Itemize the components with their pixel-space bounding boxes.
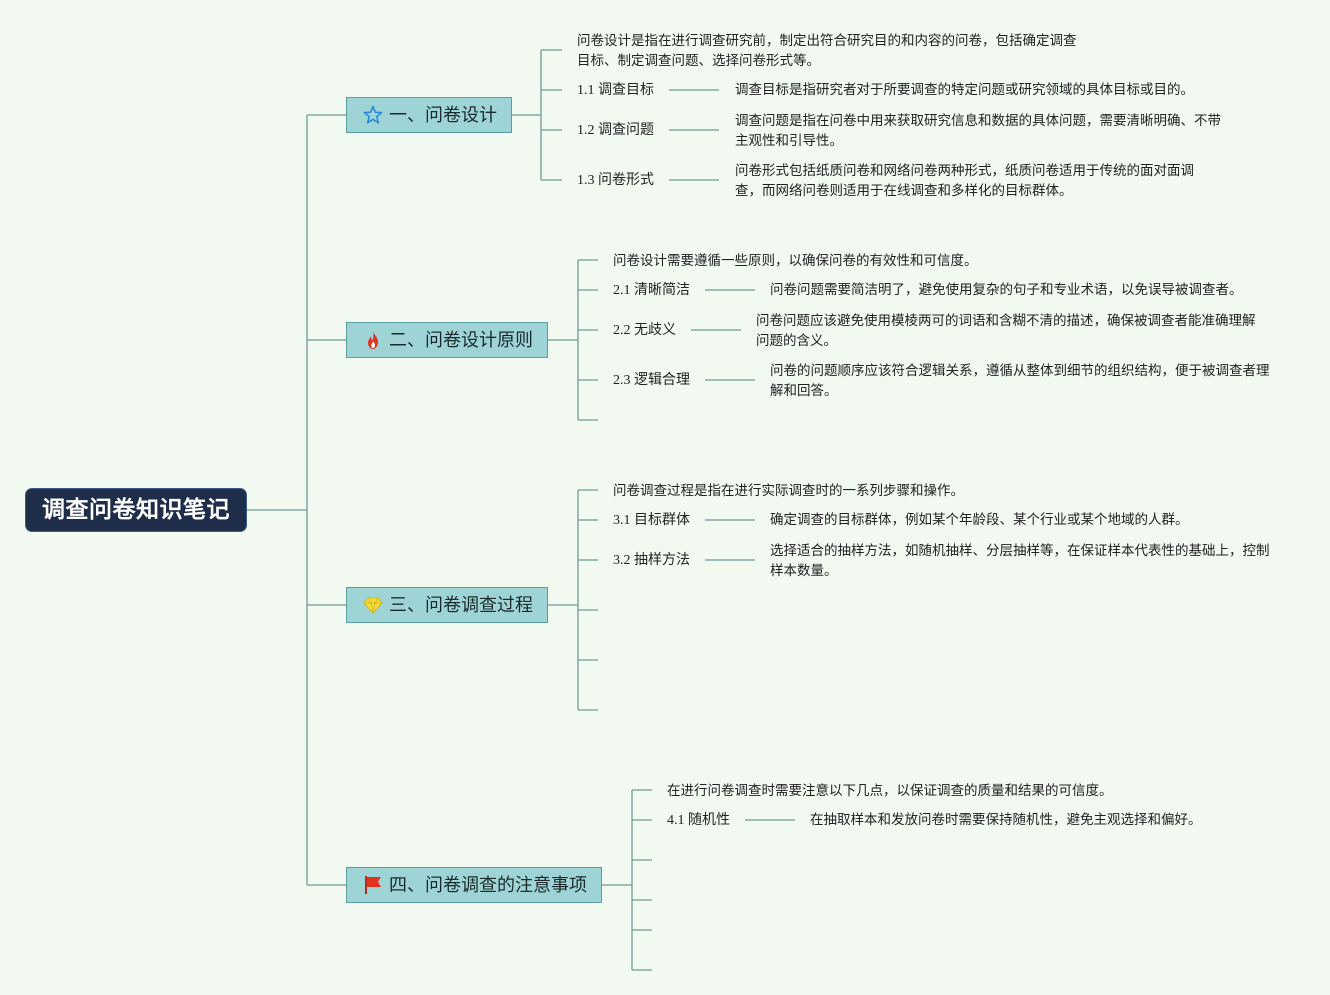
sub-topic-label[interactable]: 2.2 无歧义 bbox=[613, 323, 676, 338]
fire-icon bbox=[363, 330, 383, 350]
sub-topic-desc: 确定调查的目标群体，例如某个年龄段、某个行业或某个地域的人群。 bbox=[770, 512, 1189, 528]
gem-icon bbox=[363, 595, 383, 615]
sub-topic-label[interactable]: 3.2 抽样方法 bbox=[613, 553, 690, 568]
branch-questionnaire-design[interactable]: 一、问卷设计 bbox=[346, 97, 512, 133]
branch-design-principles[interactable]: 二、问卷设计原则 bbox=[346, 322, 548, 358]
star-icon bbox=[363, 105, 383, 125]
branch-title: 二、问卷设计原则 bbox=[389, 329, 533, 351]
branch-title: 四、问卷调查的注意事项 bbox=[389, 874, 587, 896]
sub-topic-label[interactable]: 4.1 随机性 bbox=[667, 813, 730, 828]
sub-topic-desc: 问卷问题应该避免使用模棱两可的词语和含糊不清的描述，确保被调查者能准确理解问题的… bbox=[756, 313, 1256, 349]
sub-topic-desc: 调查目标是指研究者对于所要调查的特定问题或研究领域的具体目标或目的。 bbox=[735, 82, 1194, 98]
sub-topic-label[interactable]: 1.2 调查问题 bbox=[577, 123, 654, 138]
branch-intro: 问卷设计需要遵循一些原则，以确保问卷的有效性和可信度。 bbox=[613, 253, 978, 269]
branch-title: 一、问卷设计 bbox=[389, 104, 497, 126]
sub-topic-label[interactable]: 1.1 调查目标 bbox=[577, 83, 654, 98]
sub-topic-desc: 问卷形式包括纸质问卷和网络问卷两种形式，纸质问卷适用于传统的面对面调查，而网络问… bbox=[735, 163, 1194, 199]
branch-intro: 在进行问卷调查时需要注意以下几点，以保证调查的质量和结果的可信度。 bbox=[667, 783, 1113, 799]
sub-topic-desc: 问卷问题需要简洁明了，避免使用复杂的句子和专业术语，以免误导被调查者。 bbox=[770, 282, 1243, 298]
sub-topic-label[interactable]: 1.3 问卷形式 bbox=[577, 173, 654, 188]
root-node[interactable]: 调查问卷知识笔记 bbox=[25, 488, 247, 532]
sub-topic-label[interactable]: 3.1 目标群体 bbox=[613, 513, 690, 528]
sub-topic-desc: 选择适合的抽样方法，如随机抽样、分层抽样等，在保证样本代表性的基础上，控制样本数… bbox=[770, 543, 1270, 579]
sub-topic-desc: 在抽取样本和发放问卷时需要保持随机性，避免主观选择和偏好。 bbox=[810, 812, 1202, 828]
sub-topic-desc: 调查问题是指在问卷中用来获取研究信息和数据的具体问题，需要清晰明确、不带主观性和… bbox=[735, 113, 1221, 149]
branch-survey-notes[interactable]: 四、问卷调查的注意事项 bbox=[346, 867, 602, 903]
branch-survey-process[interactable]: 三、问卷调查过程 bbox=[346, 587, 548, 623]
sub-topic-label[interactable]: 2.3 逻辑合理 bbox=[613, 373, 690, 388]
branch-intro: 问卷调查过程是指在进行实际调查时的一系列步骤和操作。 bbox=[613, 483, 964, 499]
flag-icon bbox=[363, 875, 383, 895]
branch-intro: 问卷设计是指在进行调查研究前，制定出符合研究目的和内容的问卷，包括确定调查目标、… bbox=[577, 33, 1077, 69]
sub-topic-desc: 问卷的问题顺序应该符合逻辑关系，遵循从整体到细节的组织结构，便于被调查者理解和回… bbox=[770, 363, 1270, 399]
sub-topic-label[interactable]: 2.1 清晰简洁 bbox=[613, 283, 690, 298]
branch-title: 三、问卷调查过程 bbox=[389, 594, 533, 616]
